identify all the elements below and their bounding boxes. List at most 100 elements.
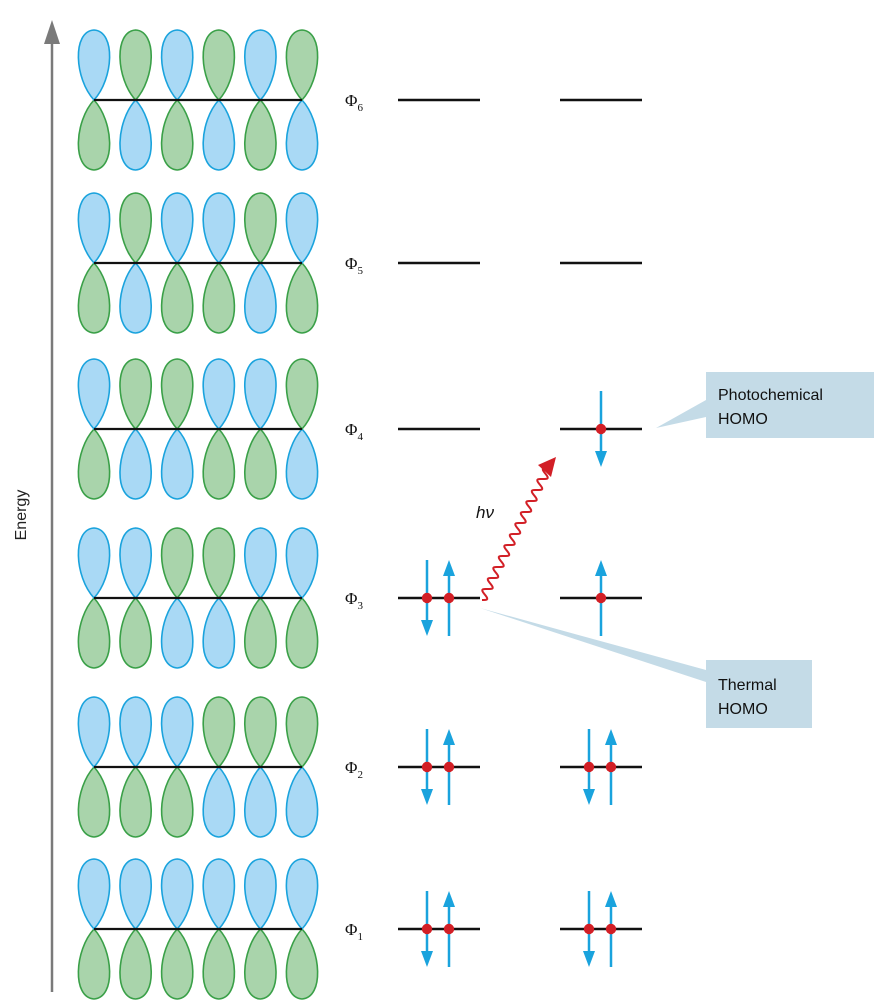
orbital-symbol: Φ bbox=[345, 758, 357, 777]
callout-photochemical-line2: HOMO bbox=[718, 411, 768, 428]
orbital-picture-phi-1 bbox=[77, 858, 319, 1000]
p-lobe-top-blue bbox=[243, 858, 277, 931]
electron-dot bbox=[605, 761, 617, 773]
electron-spin-down bbox=[421, 729, 433, 805]
electron-spin-down bbox=[583, 729, 595, 805]
p-lobe-top-blue bbox=[77, 192, 111, 265]
p-lobe-bottom-green bbox=[243, 927, 277, 1000]
spin-down-arrowhead bbox=[421, 951, 433, 967]
orbital-picture-phi-5 bbox=[77, 192, 319, 334]
electron-dot bbox=[443, 592, 455, 604]
p-lobe-top-blue bbox=[285, 527, 319, 600]
electron-dot bbox=[443, 923, 455, 935]
electron-spin-up bbox=[443, 729, 455, 805]
orbital-subscript: 5 bbox=[357, 265, 363, 277]
electron-dot bbox=[595, 423, 607, 435]
p-lobe-top-green bbox=[243, 696, 277, 769]
p-lobe-bottom-blue bbox=[285, 427, 319, 500]
orbital-subscript: 1 bbox=[357, 931, 363, 943]
electron-dot bbox=[595, 592, 607, 604]
p-lobe-bottom-green bbox=[243, 98, 277, 171]
p-lobe-bottom-green bbox=[160, 98, 194, 171]
electron-dot bbox=[421, 592, 433, 604]
photochemical-level-phi-2 bbox=[560, 729, 642, 805]
electron-single bbox=[595, 391, 607, 467]
electron-spin-down bbox=[421, 560, 433, 636]
energy-axis-arrowhead bbox=[44, 20, 60, 44]
p-lobe-bottom-green bbox=[243, 427, 277, 500]
spin-down-arrowhead bbox=[421, 620, 433, 636]
p-lobe-bottom-green bbox=[202, 261, 236, 334]
p-lobe-bottom-green bbox=[285, 261, 319, 334]
orbital-label-phi-4: Φ4 bbox=[345, 420, 363, 443]
p-lobe-top-blue bbox=[77, 29, 111, 102]
electron-dot bbox=[443, 761, 455, 773]
p-lobe-top-green bbox=[119, 29, 153, 102]
p-lobe-bottom-green bbox=[119, 596, 153, 669]
orbital-subscript: 6 bbox=[357, 102, 363, 114]
spin-down-arrowhead bbox=[583, 951, 595, 967]
p-lobe-top-blue bbox=[243, 358, 277, 431]
p-lobe-bottom-blue bbox=[160, 427, 194, 500]
spin-up-arrowhead bbox=[443, 891, 455, 907]
spin-down-arrowhead bbox=[583, 789, 595, 805]
p-lobe-top-blue bbox=[119, 858, 153, 931]
orbital-symbol: Φ bbox=[345, 420, 357, 439]
energy-axis: Energy bbox=[13, 20, 60, 992]
p-lobe-top-green bbox=[202, 696, 236, 769]
p-lobe-bottom-blue bbox=[285, 98, 319, 171]
orbital-subscript: 2 bbox=[357, 769, 363, 781]
p-lobe-top-green bbox=[285, 696, 319, 769]
p-lobe-top-blue bbox=[160, 696, 194, 769]
p-lobe-bottom-blue bbox=[119, 261, 153, 334]
p-lobe-top-blue bbox=[243, 29, 277, 102]
p-lobe-top-blue bbox=[77, 858, 111, 931]
p-lobe-top-blue bbox=[119, 527, 153, 600]
electron-spin-down bbox=[583, 891, 595, 967]
p-lobe-bottom-green bbox=[77, 98, 111, 171]
orbital-picture-phi-6 bbox=[77, 29, 319, 171]
p-lobe-bottom-blue bbox=[243, 765, 277, 838]
electron-spin-up bbox=[605, 891, 617, 967]
p-lobe-bottom-green bbox=[77, 427, 111, 500]
photochemical-level-phi-3 bbox=[560, 560, 642, 636]
p-lobe-bottom-green bbox=[202, 927, 236, 1000]
spin-down-arrowhead bbox=[595, 451, 607, 467]
p-lobe-top-green bbox=[202, 527, 236, 600]
p-lobe-bottom-green bbox=[285, 927, 319, 1000]
p-lobe-bottom-blue bbox=[243, 261, 277, 334]
p-lobe-top-green bbox=[160, 527, 194, 600]
orbital-symbol: Φ bbox=[345, 254, 357, 273]
spin-up-arrowhead bbox=[605, 891, 617, 907]
electron-dot bbox=[605, 923, 617, 935]
spin-down-arrowhead bbox=[421, 789, 433, 805]
orbital-symbol: Φ bbox=[345, 920, 357, 939]
p-lobe-bottom-green bbox=[243, 596, 277, 669]
thermal-level-phi-1 bbox=[398, 891, 480, 967]
photochemical-level-phi-1 bbox=[560, 891, 642, 967]
p-lobe-top-blue bbox=[202, 858, 236, 931]
p-lobe-bottom-green bbox=[160, 765, 194, 838]
p-lobe-top-blue bbox=[202, 358, 236, 431]
electron-dot bbox=[583, 761, 595, 773]
electron-dot bbox=[421, 923, 433, 935]
p-lobe-top-green bbox=[119, 358, 153, 431]
orbital-picture-phi-2 bbox=[77, 696, 319, 838]
energy-axis-label: Energy bbox=[13, 490, 30, 541]
p-lobe-top-blue bbox=[77, 358, 111, 431]
p-lobe-bottom-green bbox=[160, 261, 194, 334]
callout-photochemical-box bbox=[656, 372, 874, 438]
p-lobe-top-green bbox=[285, 29, 319, 102]
p-lobe-bottom-blue bbox=[285, 765, 319, 838]
p-lobe-top-blue bbox=[160, 29, 194, 102]
p-lobe-top-green bbox=[160, 358, 194, 431]
p-lobe-top-blue bbox=[202, 192, 236, 265]
electron-single bbox=[595, 560, 607, 636]
photon-arrowhead bbox=[538, 457, 556, 477]
callout-thermal-homo: Thermal HOMO bbox=[480, 608, 812, 728]
orbital-label-phi-3: Φ3 bbox=[345, 589, 363, 612]
electron-dot bbox=[583, 923, 595, 935]
orbital-subscript: 4 bbox=[357, 431, 363, 443]
p-lobe-top-blue bbox=[285, 858, 319, 931]
